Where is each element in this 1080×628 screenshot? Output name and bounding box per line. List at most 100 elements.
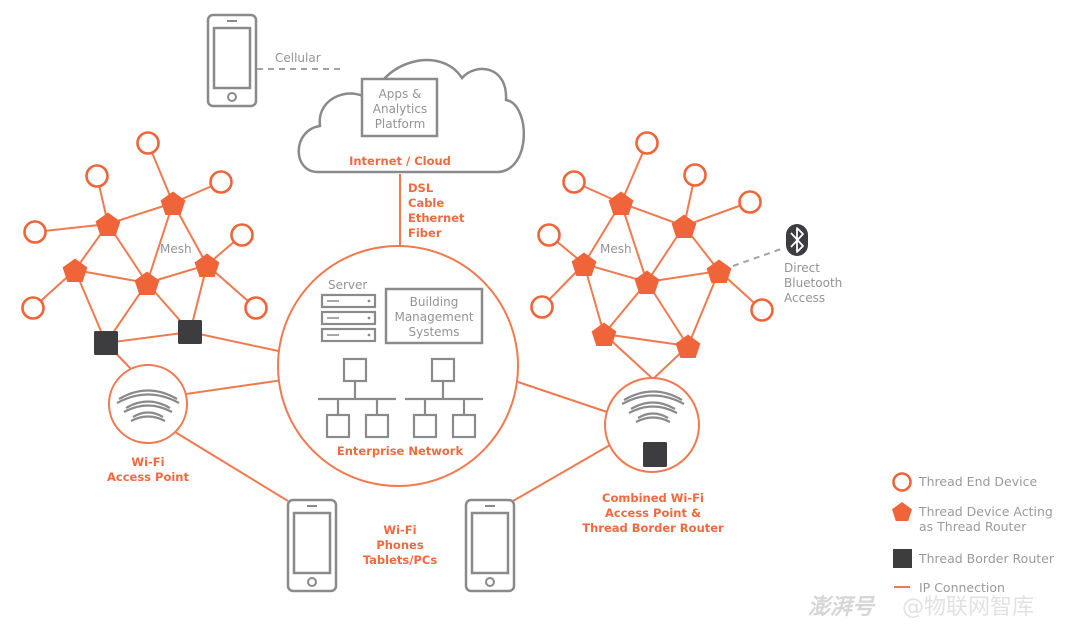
thread-border-router-icon <box>893 549 912 568</box>
thread-router-icon <box>675 334 701 358</box>
thread-end-device-icon <box>21 296 45 320</box>
thread-router-icon <box>671 214 697 238</box>
wifi-access-point: Wi-Fi Access Point <box>107 364 189 484</box>
thread-router-icon <box>95 212 121 236</box>
bluetooth-link <box>732 247 785 267</box>
thread-end-device-icon <box>738 190 762 214</box>
ip-connection-line <box>146 202 174 284</box>
bms-box <box>384 287 484 345</box>
thread-border-router-icon <box>178 320 202 344</box>
enterprise-network: Server Building Management Systems <box>277 245 519 487</box>
watermark-brand: 澎湃号 <box>808 595 876 620</box>
legend-item-ip-connection: IP Connection <box>894 580 1005 595</box>
ip-connection-line <box>189 331 284 353</box>
thread-border-router-icon <box>643 442 667 467</box>
legend-label: Thread Border Router <box>918 551 1055 566</box>
direct-bluetooth-access: Direct Bluetooth Access <box>732 224 842 305</box>
legend-item-end-device: Thread End Device <box>892 472 1037 492</box>
server-label: Server <box>328 278 367 292</box>
uplink-ethernet: Ethernet <box>408 211 465 225</box>
thread-end-device-icon <box>530 295 554 319</box>
ip-connection-line <box>517 381 608 413</box>
thread-router-icon <box>62 258 88 282</box>
ip-connection-line <box>185 379 284 395</box>
bluetooth-line-1: Direct <box>784 261 820 275</box>
wifi-ap-line-2: Access Point <box>107 470 189 484</box>
legend-label: Thread Device Acting <box>918 504 1053 519</box>
watermark: 澎湃号 @物联网智库 <box>808 595 1034 620</box>
combined-ap-line-1: Combined Wi-Fi <box>602 491 704 505</box>
ip-connection-line <box>512 444 611 502</box>
ip-connection-line <box>687 270 720 347</box>
cellular-phone: Cellular <box>206 13 342 108</box>
lan-tree-icon <box>405 357 483 439</box>
enterprise-label: Enterprise Network <box>337 444 464 458</box>
thread-end-device-icon <box>892 472 912 492</box>
legend: Thread End Device Thread Device Acting a… <box>892 472 1055 595</box>
legend-label: IP Connection <box>919 580 1005 595</box>
thread-end-device-icon <box>230 223 254 247</box>
thread-border-router-icon <box>94 331 118 355</box>
thread-end-device-icon <box>562 170 586 194</box>
thread-router-icon <box>591 322 617 346</box>
left-mesh-label: Mesh <box>160 242 192 256</box>
uplink-cable: Cable <box>408 196 444 210</box>
thread-end-device-icon <box>85 164 109 188</box>
ip-connection-line <box>603 333 689 347</box>
combined-ap-line-2: Access Point & <box>605 506 701 520</box>
thread-router-icon <box>571 252 597 276</box>
wifi-phone-right <box>464 498 516 593</box>
thread-router-icon <box>608 191 634 215</box>
legend-label: as Thread Router <box>919 519 1027 534</box>
ip-connection-line <box>105 331 191 344</box>
bluetooth-line-2: Bluetooth <box>784 276 842 290</box>
ip-connection-line <box>620 202 648 283</box>
legend-item-router: Thread Device Acting as Thread Router <box>892 502 1053 534</box>
combined-ap-line-3: Thread Border Router <box>582 521 724 535</box>
cloud-label: Internet / Cloud <box>349 154 451 168</box>
apps-line-3: Platform <box>375 117 426 131</box>
internet-cloud: Apps & Analytics Platform Internet / Clo… <box>297 58 525 174</box>
devices-line-1: Wi-Fi <box>383 523 416 537</box>
thread-end-device-icon <box>635 131 659 155</box>
bms-line-2: Management <box>394 310 473 324</box>
apps-line-2: Analytics <box>373 102 428 116</box>
wifi-ap-circle <box>108 364 188 444</box>
bms-line-3: Systems <box>409 325 460 339</box>
wifi-ap-line-1: Wi-Fi <box>131 455 164 469</box>
wifi-devices-label: Wi-Fi Phones Tablets/PCs <box>363 523 438 567</box>
ip-connection-line <box>74 269 107 344</box>
thread-end-device-icon <box>23 220 47 244</box>
uplink-types: DSL Cable Ethernet Fiber <box>408 181 465 240</box>
apps-analytics-box <box>360 77 439 138</box>
combined-wifi-border-router: Combined Wi-Fi Access Point & Thread Bor… <box>582 377 724 535</box>
legend-label: Thread End Device <box>918 474 1037 489</box>
bms-line-1: Building <box>410 295 459 309</box>
thread-router-icon <box>892 502 912 521</box>
wifi-phone-left <box>286 498 338 593</box>
ip-connection-line <box>34 223 109 233</box>
server-icon <box>320 293 377 343</box>
apps-line-1: Apps & <box>379 87 422 101</box>
thread-end-device-icon <box>683 163 707 187</box>
thread-router-icon <box>160 191 186 215</box>
wifi-icon <box>621 390 685 423</box>
thread-end-device-icon <box>136 131 160 155</box>
devices-line-2: Phones <box>376 538 424 552</box>
uplink-fiber: Fiber <box>408 226 442 240</box>
cellular-label: Cellular <box>275 51 321 65</box>
thread-router-icon <box>706 259 732 283</box>
thread-end-device-icon <box>750 298 774 322</box>
uplink-dsl: DSL <box>408 181 434 195</box>
ip-connection-line <box>174 431 289 502</box>
thread-router-icon <box>194 253 220 277</box>
smartphone-icon <box>206 13 258 108</box>
smartphone-icon <box>286 498 338 593</box>
thread-end-device-icon <box>537 223 561 247</box>
thread-mesh-nodes <box>21 131 774 358</box>
thread-end-device-icon <box>244 296 268 320</box>
bluetooth-icon <box>786 224 808 256</box>
smartphone-icon <box>464 498 516 593</box>
lan-tree-icon <box>318 357 396 439</box>
